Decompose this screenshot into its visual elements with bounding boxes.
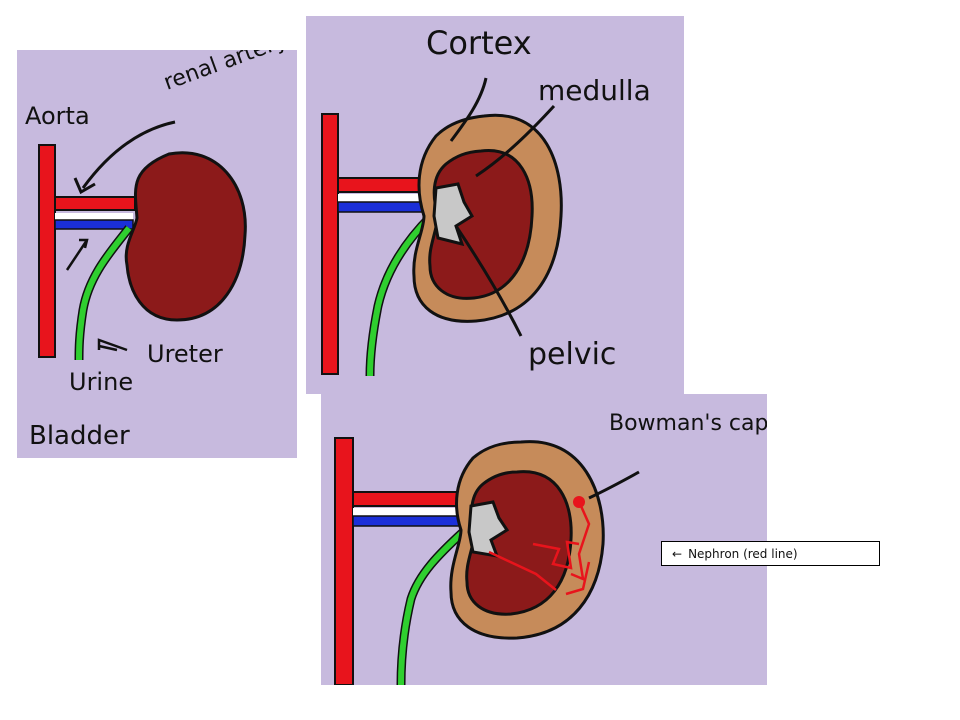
arrow-head-icon bbox=[79, 238, 89, 249]
cortex-pointer bbox=[449, 77, 488, 142]
renal-artery bbox=[54, 196, 136, 211]
label-bladder: Bladder bbox=[29, 421, 130, 451]
label-medulla: medulla bbox=[538, 74, 651, 107]
bowmans-capsule bbox=[573, 496, 585, 508]
label-cortex: Cortex bbox=[426, 24, 532, 62]
nephron-callout: ← Nephron (red line) bbox=[661, 541, 880, 566]
renal-pelvis bbox=[467, 500, 510, 558]
renal-artery-pointer bbox=[81, 120, 176, 189]
label-urine: Urine bbox=[69, 368, 133, 396]
medulla-pointer bbox=[475, 104, 556, 178]
arrow-left-icon: ← bbox=[672, 546, 683, 561]
renal-vein bbox=[352, 515, 466, 527]
ureter bbox=[367, 213, 434, 377]
nephron bbox=[488, 505, 591, 596]
aorta bbox=[321, 113, 339, 375]
arrow-head-icon bbox=[73, 177, 96, 195]
kidney bbox=[124, 151, 247, 322]
panel-kidney-regions: Cortex medulla pelvic bbox=[306, 16, 684, 394]
vein-highlight bbox=[353, 508, 465, 516]
renal-vein bbox=[54, 219, 134, 230]
kidney-nephron-drawing: Bowman's capsule bbox=[321, 394, 767, 685]
pelvis-pointer bbox=[454, 225, 523, 337]
label-ureter: Ureter bbox=[147, 340, 223, 368]
vein-highlight bbox=[55, 213, 133, 221]
renal-artery bbox=[352, 491, 466, 507]
kidney-overview-drawing: Aorta renal artery Ureter Urine Bladder bbox=[17, 50, 297, 458]
nephron-callout-text: Nephron (red line) bbox=[688, 546, 798, 561]
label-aorta: Aorta bbox=[25, 102, 90, 130]
bowmans-capsule-pointer bbox=[588, 470, 640, 500]
panel-kidney-overview: Aorta renal artery Ureter Urine Bladder bbox=[17, 50, 297, 458]
ureter-pointer bbox=[97, 338, 128, 352]
label-bowmans-capsule: Bowman's capsule bbox=[609, 411, 767, 436]
aorta bbox=[334, 437, 354, 685]
ureter bbox=[76, 226, 132, 361]
panel-kidney-nephron: Bowman's capsule bbox=[321, 394, 767, 685]
vein-highlight bbox=[338, 194, 438, 202]
label-pelvis: pelvic bbox=[528, 337, 616, 372]
aorta bbox=[38, 144, 56, 358]
kidney-regions-drawing: Cortex medulla pelvic bbox=[306, 16, 684, 394]
vein-pointer bbox=[65, 239, 89, 271]
ureter bbox=[398, 529, 466, 685]
